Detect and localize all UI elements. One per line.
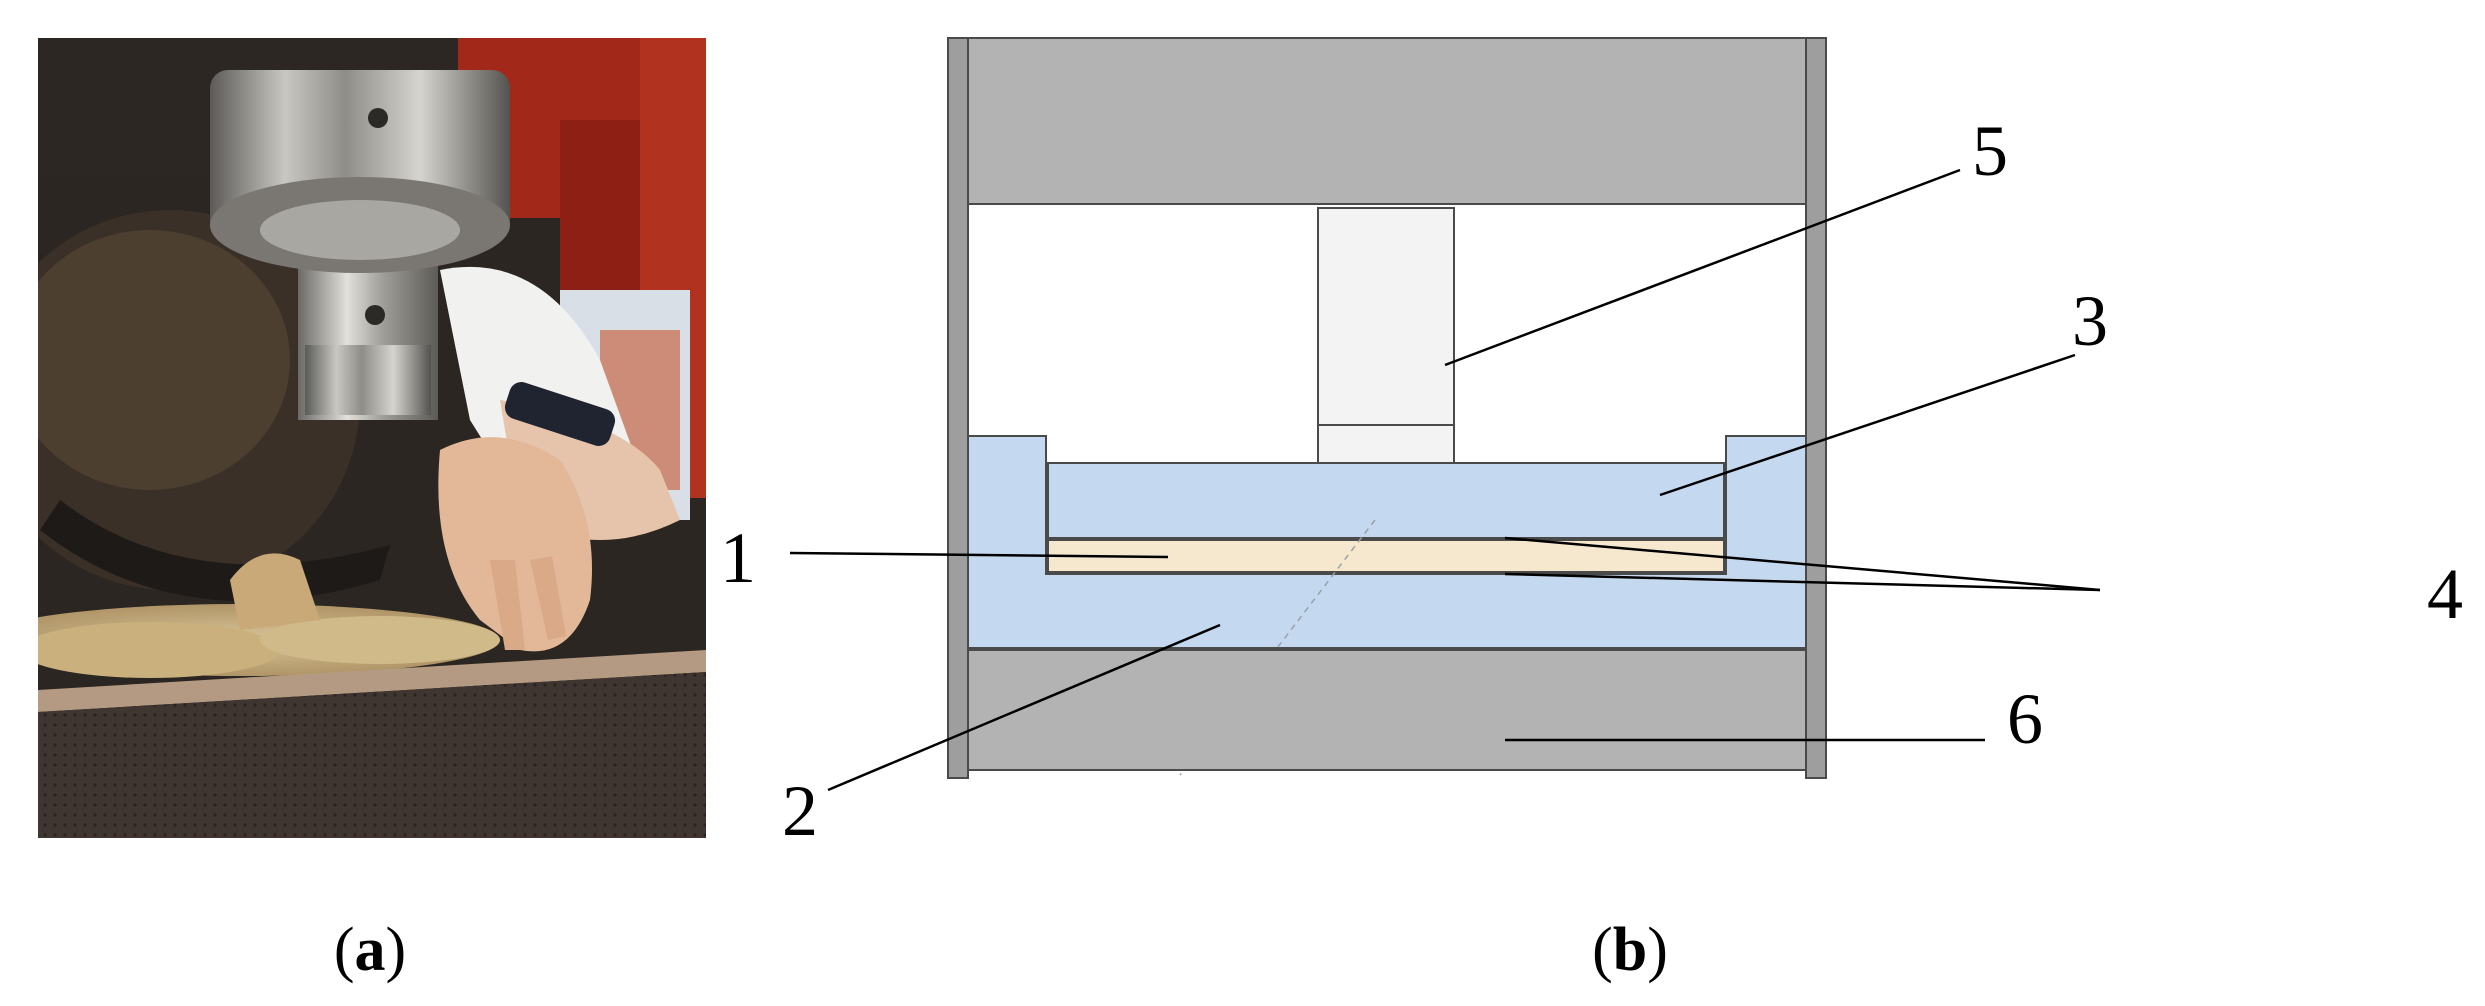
label-6: 6 <box>2007 679 2043 759</box>
upper-platen <box>967 37 1807 205</box>
panel-a-photo <box>38 38 706 838</box>
upper-mould <box>1047 462 1725 539</box>
leader-line-4-top <box>1504 536 2101 592</box>
left-frame-column <box>947 37 969 779</box>
leader-line-5 <box>1444 168 1961 367</box>
label-3: 3 <box>2072 281 2108 361</box>
label-2: 2 <box>782 771 818 851</box>
leader-line-1 <box>789 551 1169 559</box>
punch <box>1317 207 1455 464</box>
panel-b-diagram: 1 2 3 4 5 6 <box>720 37 2463 851</box>
label-5: 5 <box>1972 111 2008 191</box>
leader-line-2 <box>827 623 1221 792</box>
right-frame-column <box>1805 37 1827 779</box>
label-1: 1 <box>720 518 756 598</box>
leader-line-4-bottom <box>1504 572 2101 592</box>
caption-b: (b) <box>1592 916 1668 984</box>
lower-platen <box>967 649 1807 771</box>
leader-line-3b <box>1659 353 2076 497</box>
lower-mould <box>967 435 1807 649</box>
caption-a: (a) <box>334 916 406 984</box>
label-4: 4 <box>2427 554 2463 634</box>
